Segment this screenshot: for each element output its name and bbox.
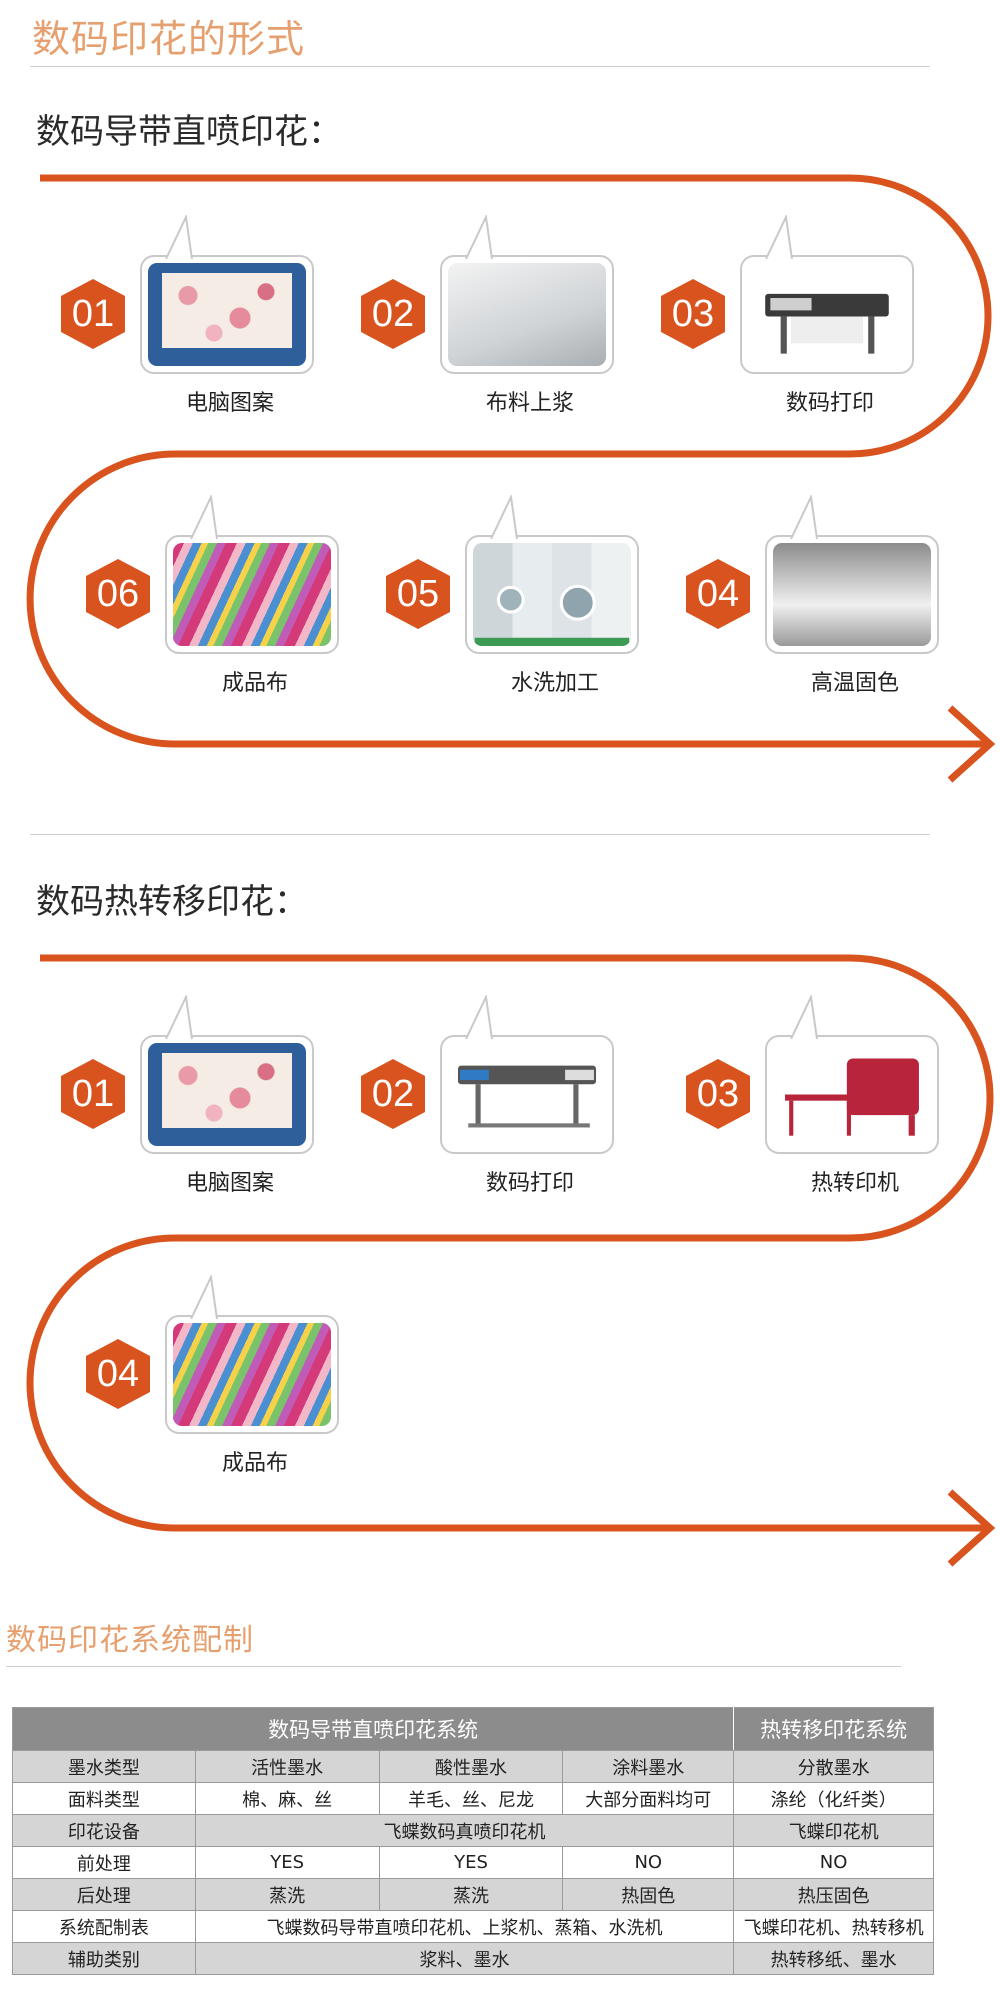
step-caption: 水洗加工: [510, 671, 599, 696]
finished-fabric-image: [173, 1323, 331, 1426]
table-cell: 活性墨水: [194, 1750, 380, 1783]
row-label: 印花设备: [12, 1814, 196, 1847]
step-caption: 成品布: [221, 671, 288, 696]
process-b-step-04: 04 成品布: [25, 1275, 339, 1485]
step-caption: 电脑图案: [185, 1171, 274, 1196]
row-label: 后处理: [12, 1878, 196, 1911]
table-row: 印花设备 飞蝶数码真喷印花机 飞蝶印花机: [12, 1814, 934, 1847]
section-title-forms: 数码印花的形式: [32, 17, 306, 61]
table-cell: 涤纶（化纤类）: [733, 1782, 934, 1815]
table-cell: 飞蝶数码真喷印花机: [194, 1814, 735, 1847]
table-cell: 热转移纸、墨水: [733, 1942, 934, 1975]
table-cell: 热压固色: [733, 1878, 934, 1911]
header-transfer-system: 热转移印花系统: [733, 1707, 934, 1751]
process-b-step-01: 01 电脑图案: [0, 995, 314, 1205]
table-header-row: 数码导带直喷印花系统 热转移印花系统: [11, 1707, 934, 1751]
step-image-frame: [140, 215, 314, 374]
row-label: 墨水类型: [12, 1750, 196, 1783]
step-number-hexagon: 03: [681, 1057, 755, 1131]
step-number-hexagon: 04: [681, 557, 755, 631]
divider: [30, 834, 930, 835]
table-row: 墨水类型 活性墨水 酸性墨水 涂料墨水 分散墨水: [12, 1750, 934, 1783]
table-cell: YES: [378, 1846, 564, 1879]
step-caption: 电脑图案: [185, 391, 274, 416]
process-a-step-06: 06 成品布: [25, 495, 339, 705]
heat-fixing-machine-image: [773, 543, 931, 646]
wide-format-printer-image: [448, 1043, 606, 1146]
step-number-hexagon: 01: [56, 277, 130, 351]
process-a-step-04: 04 高温固色: [625, 495, 939, 705]
table-cell: 涂料墨水: [562, 1750, 735, 1783]
table-cell: 分散墨水: [733, 1750, 934, 1783]
step-caption: 热转印机: [810, 1171, 899, 1196]
fabric-sizing-image: [448, 263, 606, 366]
table-cell: 蒸洗: [194, 1878, 380, 1911]
step-caption: 数码打印: [485, 1171, 574, 1196]
table-row: 面料类型 棉、麻、丝 羊毛、丝、尼龙 大部分面料均可 涤纶（化纤类）: [12, 1782, 934, 1815]
table-cell: 棉、麻、丝: [194, 1782, 380, 1815]
table-cell: 飞蝶印花机: [733, 1814, 934, 1847]
finished-fabric-image: [173, 543, 331, 646]
table-row: 前处理 YES YES NO NO: [12, 1846, 934, 1879]
laptop-floral-image: [148, 1043, 306, 1146]
digital-printer-image: [748, 263, 906, 366]
step-image-frame: [440, 995, 614, 1154]
process-a-step-01: 01 电脑图案: [0, 215, 314, 425]
heat-transfer-machine-image: [773, 1043, 931, 1146]
header-direct-system: 数码导带直喷印花系统: [11, 1707, 735, 1751]
table-cell: 飞蝶数码导带直喷印花机、上浆机、蒸箱、水洗机: [194, 1910, 735, 1943]
step-number-hexagon: 05: [381, 557, 455, 631]
table-cell: NO: [562, 1846, 735, 1879]
step-image-frame: [165, 1275, 339, 1434]
table-row: 系统配制表 飞蝶数码导带直喷印花机、上浆机、蒸箱、水洗机 飞蝶印花机、热转移机: [12, 1910, 934, 1943]
process-a-step-03: 03 数码打印: [600, 215, 914, 425]
step-caption: 成品布: [221, 1451, 288, 1476]
table-row: 辅助类别 浆料、墨水 热转移纸、墨水: [12, 1942, 934, 1975]
step-number-hexagon: 03: [656, 277, 730, 351]
step-caption: 布料上浆: [485, 391, 574, 416]
process-b-step-02: 02 数码打印: [300, 995, 614, 1205]
step-number-hexagon: 04: [81, 1337, 155, 1411]
step-image-frame: [765, 995, 939, 1154]
table-cell: 蒸洗: [378, 1878, 564, 1911]
washing-machine-image: [473, 543, 631, 646]
process-a-title: 数码导带直喷印花：: [36, 112, 342, 152]
table-cell: 酸性墨水: [378, 1750, 564, 1783]
step-image-frame: [465, 495, 639, 654]
row-label: 前处理: [12, 1846, 196, 1879]
table-cell: YES: [194, 1846, 380, 1879]
process-b-title: 数码热转移印花：: [36, 882, 308, 922]
row-label: 面料类型: [12, 1782, 196, 1815]
row-label: 辅助类别: [12, 1942, 196, 1975]
step-number-hexagon: 02: [356, 1057, 430, 1131]
divider: [30, 66, 930, 67]
process-a-flow-path: [26, 174, 996, 783]
divider: [6, 1666, 901, 1667]
step-number-hexagon: 01: [56, 1057, 130, 1131]
process-b-flow-path: [26, 954, 996, 1567]
step-number-hexagon: 02: [356, 277, 430, 351]
step-image-frame: [765, 495, 939, 654]
row-label: 系统配制表: [12, 1910, 196, 1943]
table-cell: 浆料、墨水: [194, 1942, 735, 1975]
section-title-system-config: 数码印花系统配制: [6, 1623, 254, 1658]
table-cell: 热固色: [562, 1878, 735, 1911]
laptop-floral-image: [148, 263, 306, 366]
process-a-step-05: 05 水洗加工: [325, 495, 639, 705]
step-caption: 数码打印: [785, 391, 874, 416]
process-a-step-02: 02 布料上浆: [300, 215, 614, 425]
step-image-frame: [140, 995, 314, 1154]
table-row: 后处理 蒸洗 蒸洗 热固色 热压固色: [12, 1878, 934, 1911]
step-image-frame: [740, 215, 914, 374]
system-config-table: 数码导带直喷印花系统 热转移印花系统 墨水类型 活性墨水 酸性墨水 涂料墨水 分…: [11, 1707, 934, 1975]
step-image-frame: [440, 215, 614, 374]
table-cell: 羊毛、丝、尼龙: [378, 1782, 564, 1815]
process-b-step-03: 03 热转印机: [625, 995, 939, 1205]
step-caption: 高温固色: [810, 671, 899, 696]
step-number-hexagon: 06: [81, 557, 155, 631]
step-image-frame: [165, 495, 339, 654]
table-cell: NO: [733, 1846, 934, 1879]
table-cell: 飞蝶印花机、热转移机: [733, 1910, 934, 1943]
table-cell: 大部分面料均可: [562, 1782, 735, 1815]
